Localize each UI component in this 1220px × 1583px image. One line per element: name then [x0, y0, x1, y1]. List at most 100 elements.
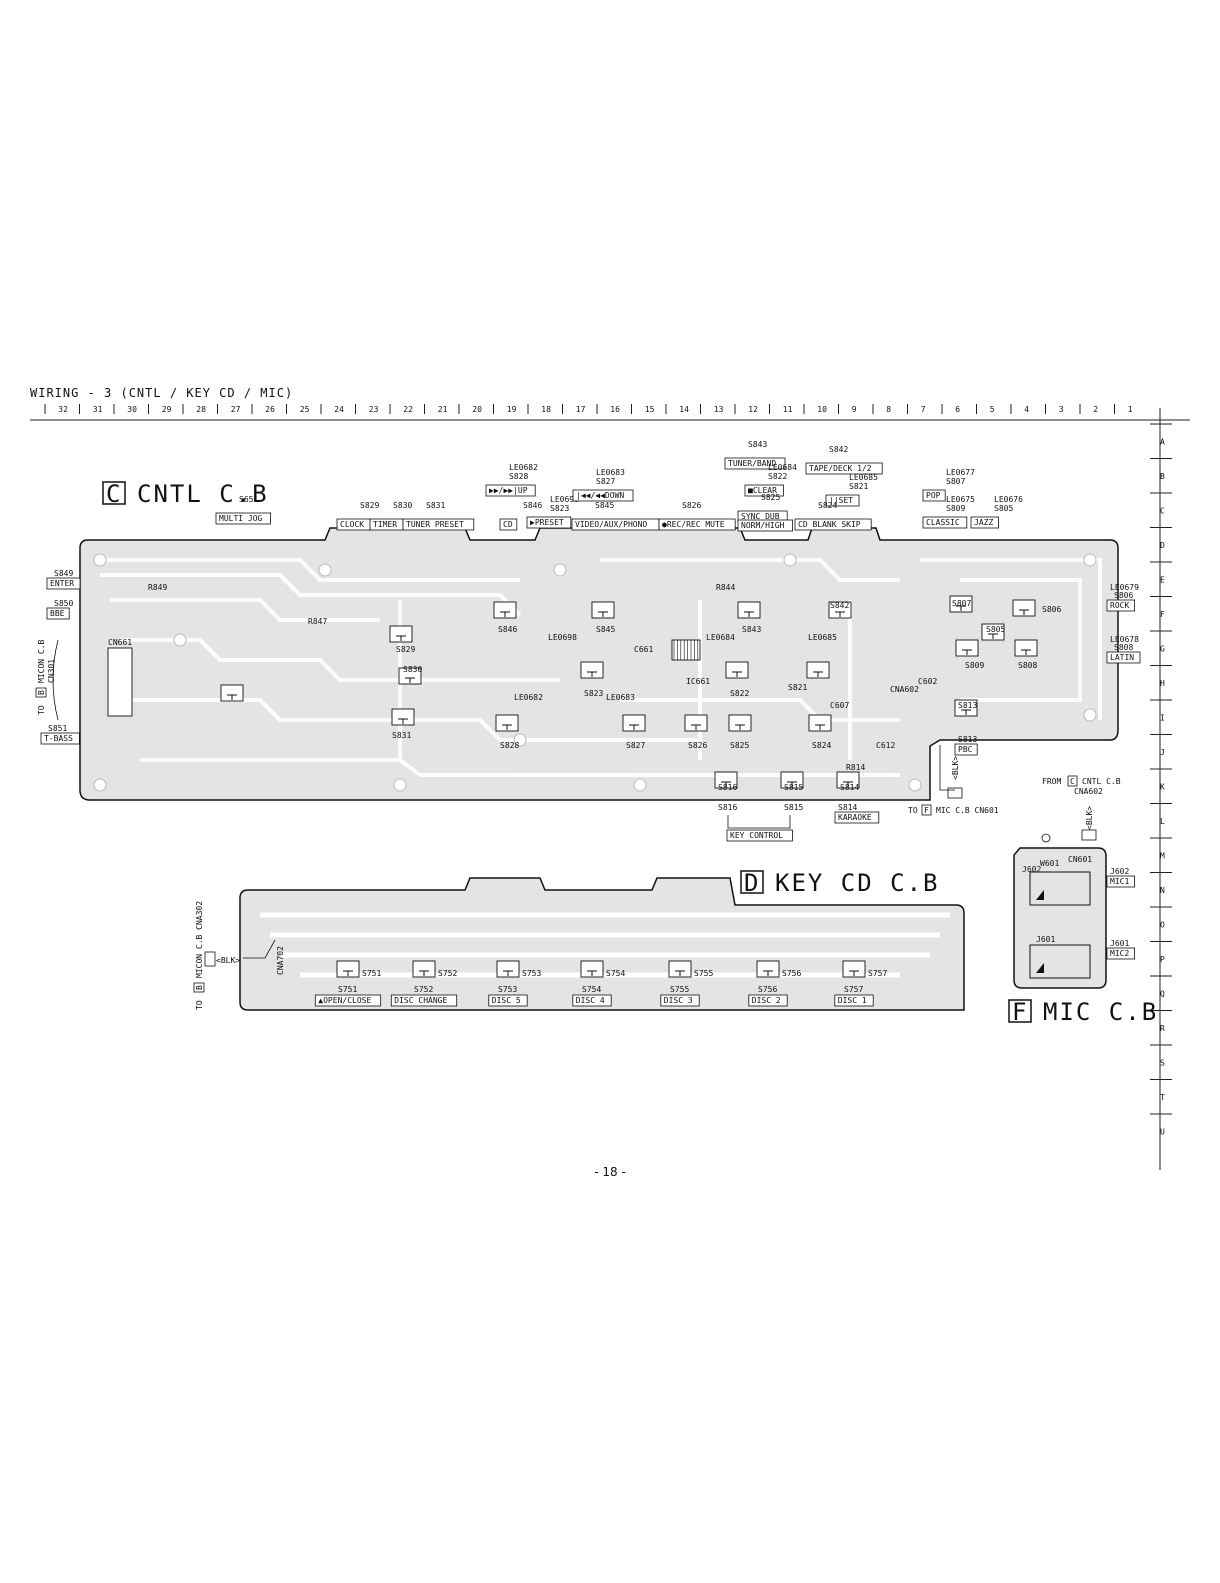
left-connector-board-box [35, 687, 47, 698]
label-fn-S830: TIMER [373, 520, 397, 529]
mounting-hole [393, 778, 407, 792]
key-fn-S752: DISC CHANGE [394, 996, 447, 1005]
key-cd-connector-note: TO B MICON C.B CNA302 [193, 901, 205, 1010]
right-fn-LE0678: LATIN [1110, 653, 1134, 662]
label-ref-S826: S826 [682, 501, 701, 510]
switch-footprint [780, 771, 804, 789]
mic-plug [1081, 829, 1097, 841]
bottom-fn-S816: KEY CONTROL [730, 831, 783, 840]
column-number-15: 15 [645, 405, 655, 414]
mic-connector-board-box [921, 804, 932, 816]
mic-component-J601: J601 [1036, 935, 1055, 944]
left-ref-S850: S850 [54, 599, 73, 608]
label-fn-S829: CLOCK [340, 520, 364, 529]
label-ref-LE0677: LE0677 [946, 468, 975, 477]
component-S807: S807 [952, 599, 971, 608]
key-ref-S757: S757 [868, 969, 887, 978]
row-letter-A: A [1160, 437, 1165, 446]
mic-connector-prefix: TO [908, 806, 918, 815]
label-ref-S651: S651 [239, 495, 258, 504]
from-board: C [1070, 777, 1075, 786]
component-CN661: CN661 [108, 638, 132, 647]
bottom-fn-S813-frame [954, 743, 978, 756]
switch-footprint [495, 714, 519, 732]
column-number-6: 6 [955, 405, 960, 414]
right-ref-LE0679: LE0679 [1110, 583, 1139, 592]
label-fn-LE0677-frame [922, 489, 946, 502]
key-fn-S756: DISC 2 [752, 996, 781, 1005]
bottom-ref-S813: S813 [958, 735, 977, 744]
j601-pin-mark [1036, 963, 1044, 973]
mounting-hole [173, 633, 187, 647]
key-control-bracket [727, 815, 791, 829]
label-sub-S823: S823 [550, 504, 569, 513]
component-S808: S808 [1018, 661, 1037, 670]
label-ref-LE0685: LE0685 [849, 473, 878, 482]
label-fn-S651-frame [215, 512, 271, 525]
label-fn-LE0682-frame [485, 484, 536, 497]
key-cd-board [239, 877, 965, 1011]
label-fn-LE0698-frame [526, 516, 572, 529]
label-fn-S825: SYNC DUB [741, 512, 780, 521]
row-letter-U: U [1160, 1127, 1165, 1136]
label-fn-S846: CD [503, 520, 513, 529]
label-fn-S845: VIDEO/AUX/PHONO [575, 520, 647, 529]
left-ref-S851: S851 [48, 724, 67, 733]
key-cd-cna: CNA702 [276, 946, 285, 975]
label-fn-S826: ●REC/REC MUTE [662, 520, 725, 529]
component-S824: S824 [812, 741, 831, 750]
key-ref-S752: S752 [438, 969, 457, 978]
label-fn-LE0684-frame [744, 484, 784, 497]
mic-connector-text: MIC C.B CN601 [936, 806, 999, 815]
right-ref-LE0678: LE0678 [1110, 635, 1139, 644]
component-CNA602: CNA602 [890, 685, 919, 694]
key-cd-blk: <BLK> [216, 956, 240, 965]
switch-footprint [389, 625, 413, 643]
label-fn-LE0698: ▶PRESET [530, 518, 564, 527]
column-number-14: 14 [679, 405, 689, 414]
label-fn-S842-frame [805, 462, 883, 475]
row-letter-S: S [1160, 1058, 1165, 1067]
row-letter-M: M [1160, 851, 1165, 860]
key-ref-S755: S755 [694, 969, 713, 978]
cntl-switch-footprints [107, 595, 1038, 789]
column-number-2: 2 [1093, 405, 1098, 414]
switch-footprint [398, 667, 422, 685]
cna602-cable [939, 745, 955, 791]
label-fn-LE0676: JAZZ [974, 518, 993, 527]
column-number-19: 19 [507, 405, 517, 414]
component-LE0684: LE0684 [706, 633, 735, 642]
key-fn-S753-frame [488, 994, 528, 1007]
left-fn-S849: ENTER [50, 579, 74, 588]
label-fn-LE0675-frame [922, 516, 968, 529]
mic-component-J602: J602 [1022, 865, 1041, 874]
bottom-fn-S814: KARAOKE [838, 813, 872, 822]
label-fn-S843-frame [724, 457, 786, 470]
key-cd-connector-board-box [193, 982, 205, 993]
cntl-board-letter: C [106, 480, 122, 508]
row-letter-O: O [1160, 920, 1165, 929]
left-ref-S849: S849 [54, 569, 73, 578]
switch-footprint [806, 661, 830, 679]
from-text: CNTL C.B [1082, 777, 1121, 786]
from-ref: CNA602 [1074, 787, 1103, 796]
switch-footprint [728, 714, 752, 732]
key-cd-cable [243, 939, 276, 959]
component-S813: S813 [958, 701, 977, 710]
mic-ref-J602: J602 [1110, 867, 1129, 876]
mic-board-letter-box [1008, 999, 1032, 1023]
key-fn-S752-frame [390, 994, 458, 1007]
mounting-hole [783, 553, 797, 567]
switch-footprint [955, 639, 979, 657]
left-flex-cable [52, 639, 59, 721]
key-switch-footprint [412, 960, 436, 978]
mounting-hole [1083, 553, 1097, 567]
column-number-28: 28 [196, 405, 206, 414]
label-fn-LE0675: CLASSIC [926, 518, 960, 527]
label-ref-S830: S830 [393, 501, 412, 510]
row-letter-Q: Q [1160, 989, 1165, 998]
